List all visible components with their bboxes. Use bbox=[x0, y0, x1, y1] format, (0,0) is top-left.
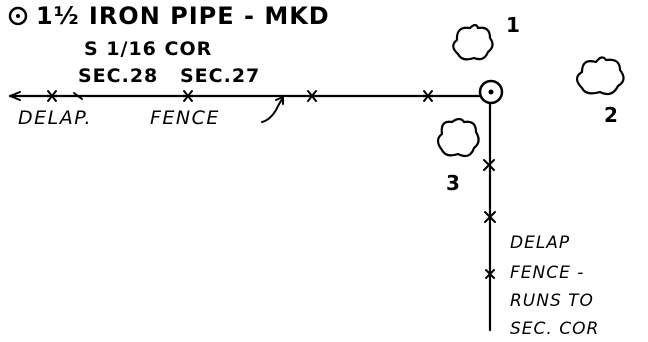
fence-post-markers bbox=[47, 90, 433, 102]
fence-vertical-line4: SEC. COR bbox=[510, 319, 599, 339]
fence-vertical-line1: DELAP bbox=[510, 233, 570, 253]
section-28-label: SEC.28 bbox=[78, 65, 158, 87]
bearing-tree-1-icon bbox=[452, 23, 494, 61]
bearing-tree-2-label: 2 bbox=[604, 103, 618, 127]
fence-post-marker bbox=[307, 90, 317, 102]
fence-post-marker bbox=[483, 159, 495, 171]
bearing-tree-3-label: 3 bbox=[446, 171, 460, 195]
fence-tick bbox=[73, 92, 83, 100]
bearing-tree-1: 1 bbox=[452, 13, 520, 61]
fence-leader-arrow bbox=[261, 97, 284, 123]
fence-vertical-line3: RUNS TO bbox=[510, 291, 594, 311]
corner-monument-icon bbox=[478, 79, 504, 105]
fence-arrow-left-icon bbox=[9, 91, 21, 101]
fence-post-marker bbox=[484, 211, 496, 223]
corner-label: S 1/16 COR bbox=[84, 38, 212, 60]
section-27-label: SEC.27 bbox=[180, 65, 260, 87]
monument-legend: 1½ IRON PIPE - MKD S 1/16 COR SEC.28 SEC… bbox=[8, 2, 330, 87]
bearing-tree-2-icon bbox=[575, 56, 625, 96]
fence-post-marker bbox=[47, 90, 57, 102]
vertical-fence-line: DELAP FENCE - RUNS TO SEC. COR bbox=[483, 102, 599, 339]
monument-description: 1½ IRON PIPE - MKD bbox=[36, 2, 330, 30]
fence-post-marker bbox=[485, 269, 495, 279]
fence-post-marker bbox=[183, 90, 193, 102]
monument-legend-dot bbox=[16, 14, 20, 18]
monument-legend-circle bbox=[8, 6, 28, 26]
horizontal-fence-line: DELAP. FENCE bbox=[8, 90, 482, 129]
bearing-tree-1-label: 1 bbox=[506, 13, 520, 37]
corner-monument bbox=[478, 79, 504, 105]
vertical-post-markers bbox=[483, 159, 496, 279]
bearing-tree-2: 2 bbox=[575, 56, 625, 127]
fence-leader-arrowhead-icon bbox=[275, 96, 284, 105]
fence-post-marker bbox=[423, 90, 433, 102]
fence-vertical-line2: FENCE - bbox=[510, 263, 584, 283]
fence-horizontal-word1: DELAP. bbox=[18, 107, 92, 129]
bearing-tree-3-icon bbox=[436, 117, 480, 158]
corner-monument-dot bbox=[488, 89, 494, 95]
bearing-tree-3: 3 bbox=[436, 117, 480, 195]
fence-horizontal-word2: FENCE bbox=[150, 107, 220, 129]
